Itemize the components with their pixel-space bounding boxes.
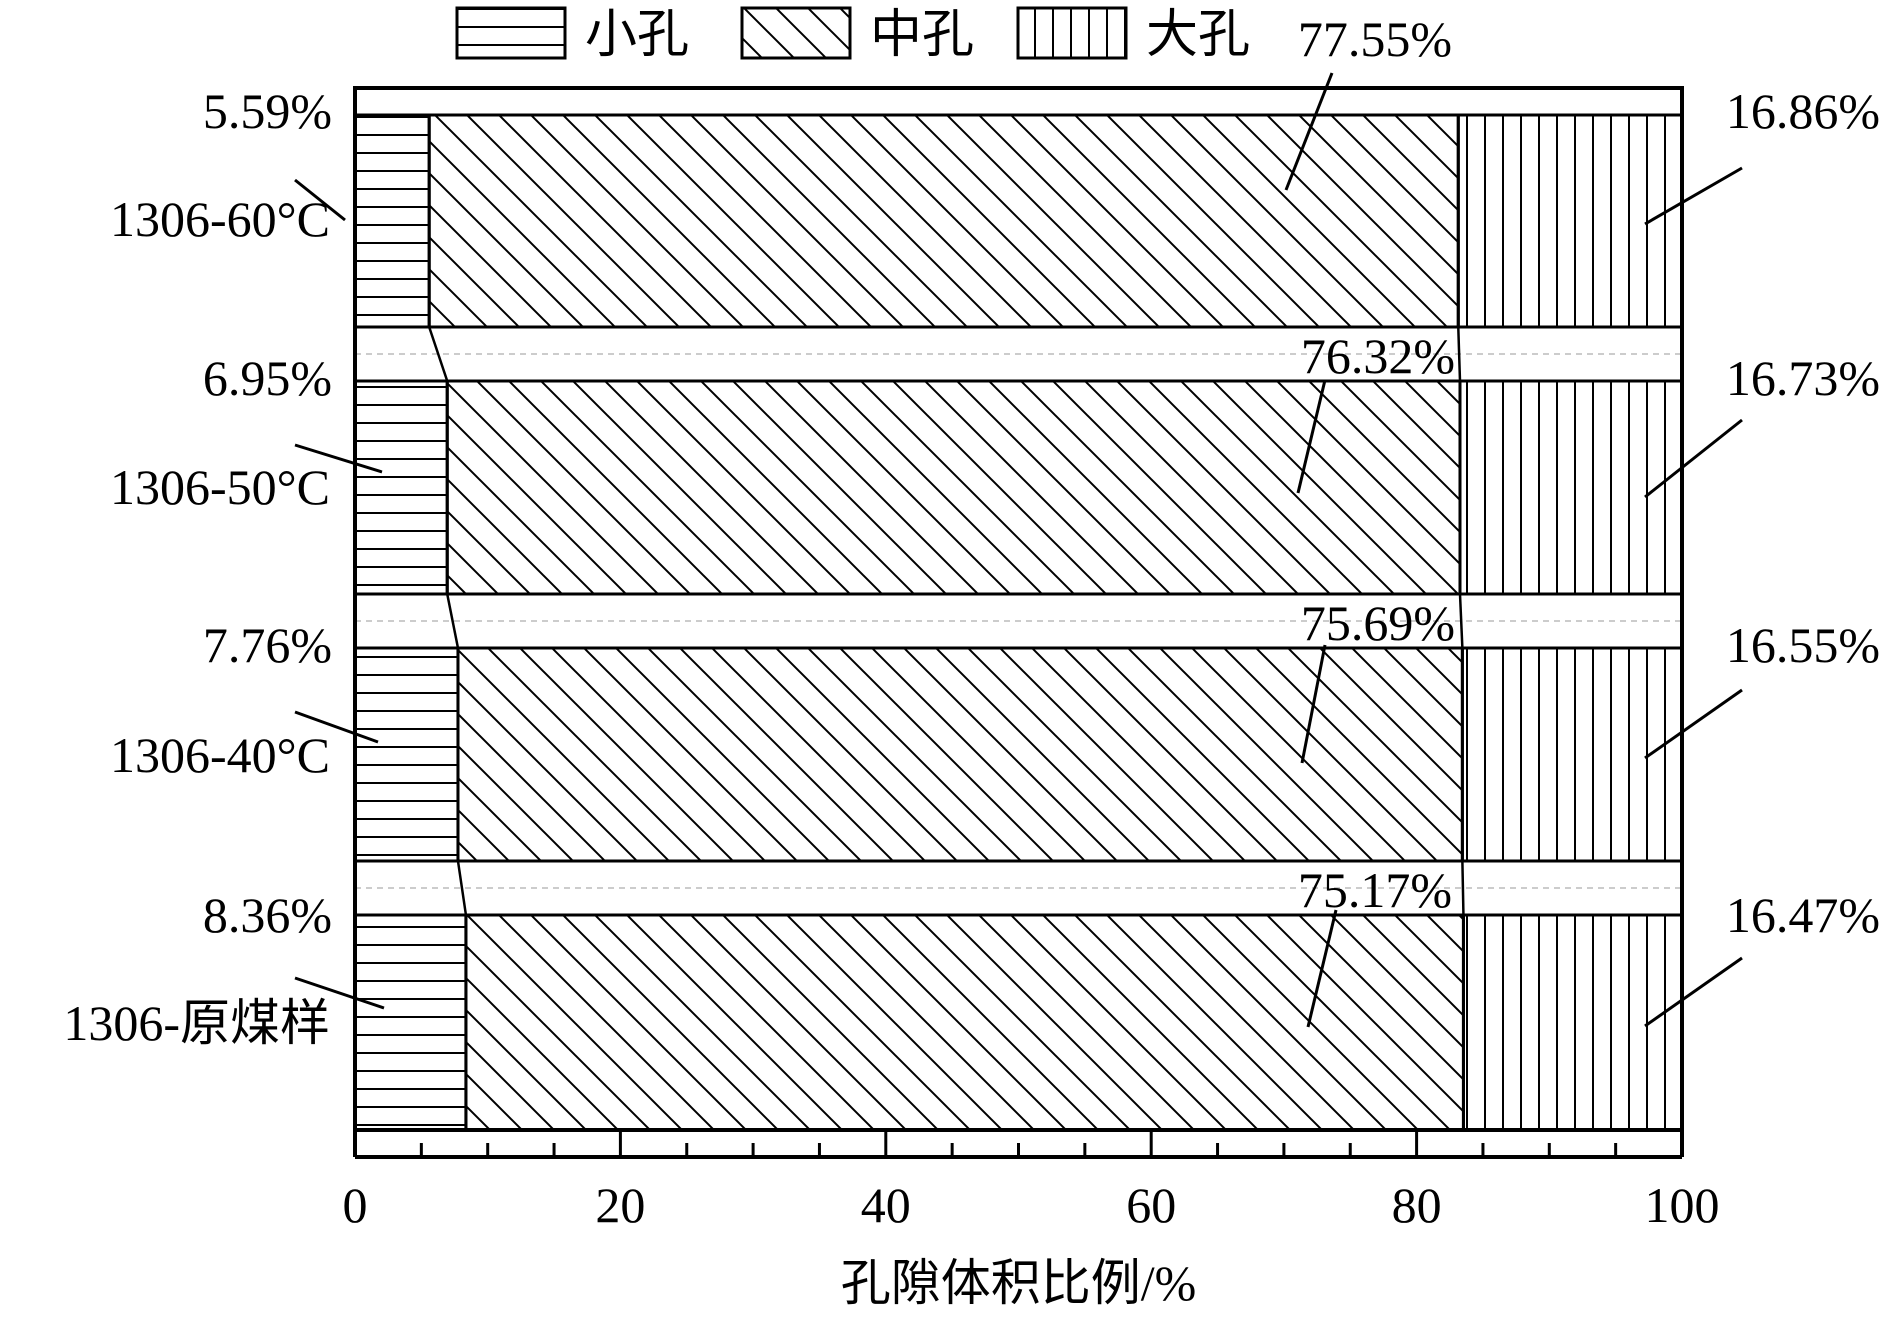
- x-axis: 0 20 40 60 80 100: [343, 1131, 1720, 1233]
- legend-swatch-large: [1016, 6, 1128, 60]
- x-tick-label: 60: [1126, 1177, 1176, 1233]
- bars: [353, 113, 1684, 1132]
- data-labels: 5.59% 77.55% 16.86% 6.95% 76.32% 16.73% 7.76% 7…: [203, 11, 1880, 943]
- bar-segment-small: [353, 913, 468, 1132]
- connector-small: [456, 860, 468, 916]
- bar-segment-medium: [445, 379, 1462, 596]
- x-tick-label: 80: [1392, 1177, 1442, 1233]
- legend-swatch-medium: [740, 6, 852, 60]
- leader-small: [294, 443, 383, 474]
- y-category-labels: 1306-60°C 1306-50°C 1306-40°C 1306-原煤样: [63, 191, 330, 1051]
- leader-medium: [1300, 644, 1327, 764]
- data-label-large: 16.47%: [1726, 887, 1880, 943]
- y-category-label: 1306-60°C: [110, 191, 330, 247]
- bar-segment-small: [353, 113, 431, 329]
- connector-small: [427, 326, 449, 382]
- leader-large: [1644, 166, 1743, 226]
- connector-small: [446, 593, 460, 649]
- data-label-small: 5.59%: [203, 83, 332, 139]
- label-leader-lines: [294, 72, 1743, 1028]
- data-label-small: 8.36%: [203, 887, 332, 943]
- bar-segment-small: [353, 646, 460, 863]
- leader-small: [294, 710, 379, 744]
- data-label-large: 16.86%: [1726, 83, 1880, 139]
- data-label-medium: 77.55%: [1298, 11, 1452, 67]
- leader-large: [1644, 418, 1743, 499]
- y-category-label: 1306-40°C: [110, 727, 330, 783]
- data-label-small: 7.76%: [203, 617, 332, 673]
- legend: 小孔 中孔 大孔: [455, 6, 1250, 64]
- x-tick-label: 0: [343, 1177, 368, 1233]
- x-axis-title: 孔隙体积比例/%: [841, 1255, 1197, 1311]
- bar-segment-small: [353, 379, 449, 596]
- leader-medium: [1284, 72, 1334, 191]
- bar-segment-large: [1461, 913, 1684, 1132]
- connector-medium: [1461, 860, 1465, 916]
- leader-small: [294, 178, 346, 222]
- data-label-medium: 75.17%: [1298, 862, 1452, 918]
- data-label-large: 16.73%: [1726, 350, 1880, 406]
- leader-medium: [1296, 379, 1327, 494]
- bar-segment-medium: [427, 113, 1460, 329]
- legend-swatch-small: [455, 6, 567, 60]
- data-label-large: 16.55%: [1726, 617, 1880, 673]
- legend-label-medium: 中孔: [870, 7, 974, 64]
- bar-segment-medium: [464, 913, 1465, 1132]
- leader-large: [1644, 956, 1743, 1028]
- y-category-label: 1306-50°C: [110, 459, 330, 515]
- x-tick-label: 100: [1645, 1177, 1720, 1233]
- bar-segment-large: [1458, 379, 1684, 596]
- legend-label-large: 大孔: [1146, 7, 1250, 64]
- leader-small: [294, 976, 385, 1010]
- x-tick-label: 20: [595, 1177, 645, 1233]
- data-label-medium: 76.32%: [1301, 328, 1455, 384]
- connector-medium: [1457, 326, 1462, 382]
- y-category-label: 1306-原煤样: [63, 995, 330, 1051]
- connector-medium: [1458, 593, 1464, 649]
- data-label-small: 6.95%: [203, 350, 332, 406]
- bar-segment-medium: [456, 646, 1464, 863]
- data-label-medium: 75.69%: [1301, 595, 1455, 651]
- bar-segment-large: [1460, 646, 1684, 863]
- x-tick-label: 40: [861, 1177, 911, 1233]
- leader-medium: [1306, 909, 1338, 1028]
- leader-large: [1644, 688, 1743, 760]
- legend-label-small: 小孔: [585, 7, 689, 64]
